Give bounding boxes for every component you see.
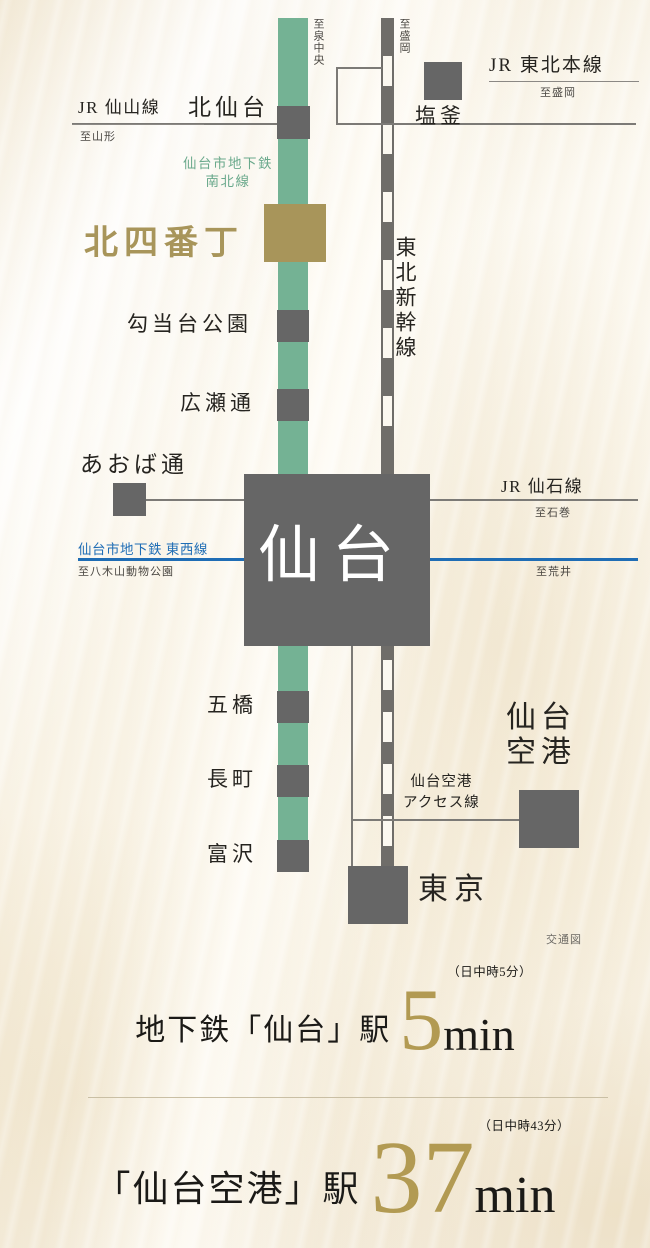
tohoku-honsen-line-label: JR 東北本線 [489, 55, 604, 76]
map-caption: 交通図 [546, 934, 582, 946]
station-block-hirosedori[interactable] [277, 389, 309, 421]
airport-access-line-label: 仙台空港 アクセス線 [403, 772, 480, 814]
station-label-aobadori: あおば通 [80, 452, 188, 477]
shinkansen-line-label: 東北新幹線 [393, 236, 417, 361]
access-time-note-subway: （日中時5分） [447, 965, 532, 980]
station-block-sendai-airport[interactable] [519, 790, 579, 848]
shinkansen-dash [383, 328, 392, 358]
station-block-kitayobancho[interactable] [264, 204, 326, 262]
access-times-panel: 地下鉄「仙台」駅 5 （日中時5分） min 「仙台空港」駅 37 （日中時43… [0, 965, 650, 1248]
shinkansen-track [381, 18, 394, 870]
station-label-tomizawa: 富沢 [207, 842, 257, 866]
senzan-line-label: JR 仙山線 [78, 98, 161, 117]
senzan-rule [72, 124, 204, 125]
shinkansen-dash [383, 764, 392, 794]
shinkansen-north-destination: 至盛岡 [398, 18, 410, 54]
shinkansen-dash [383, 396, 392, 426]
station-label-kitasendai: 北仙台 [188, 95, 269, 120]
shinkansen-dash [383, 124, 392, 154]
station-label-tokyo: 東京 [418, 873, 490, 906]
station-label-hirosedori: 広瀬通 [180, 391, 255, 415]
senseki-line-label: JR 仙石線 [501, 477, 584, 496]
times-divider [88, 1097, 608, 1098]
shinkansen-dash [383, 192, 392, 222]
aobadori-sendai-connector [146, 499, 244, 501]
station-block-itsutsubashi[interactable] [277, 691, 309, 723]
access-time-row-airport: 「仙台空港」駅 37 （日中時43分） min [0, 1119, 650, 1235]
station-label-itsutsubashi: 五橋 [207, 693, 257, 717]
namboku-line-track [278, 18, 308, 868]
station-block-aobadori[interactable] [113, 483, 146, 516]
access-time-value-airport: 37 [370, 1120, 475, 1235]
tozai-line-track-left [78, 558, 244, 561]
sendai-airport-label-line2: 空港 [506, 736, 576, 770]
access-time-label-subway: 地下鉄「仙台」駅 [135, 1014, 392, 1048]
station-label-nagamachi: 長町 [207, 767, 257, 791]
station-label-sendai-airport: 仙台 空港 [506, 700, 576, 771]
namboku-north-destination: 至泉中央 [312, 18, 324, 66]
station-block-kitasendai[interactable] [277, 106, 310, 139]
transit-map: 至盛岡 東北新幹線 至泉中央 塩釜 JR 東北本線 至盛岡 JR 仙山線 至山形… [72, 18, 639, 946]
access-time-row-subway: 地下鉄「仙台」駅 5 （日中時5分） min [0, 965, 650, 1069]
shinkansen-dash [383, 660, 392, 690]
station-label-shiogama: 塩釜 [415, 104, 465, 128]
tohoku-honsen-rule [489, 81, 639, 82]
station-block-kotodaikoen[interactable] [277, 310, 309, 342]
tozai-right-destination: 至荒井 [536, 566, 572, 578]
shinkansen-dash [383, 260, 392, 290]
station-block-nagamachi[interactable] [277, 765, 309, 797]
senzan-destination: 至山形 [80, 131, 116, 143]
airport-access-label-line1: 仙台空港 [410, 774, 473, 790]
access-time-label-airport: 「仙台空港」駅 [94, 1169, 361, 1210]
namboku-line-label-line1: 仙台市地下鉄 [183, 156, 273, 171]
tohoku-honsen-stub [336, 69, 338, 125]
shinkansen-dash [383, 816, 392, 846]
access-time-unit-airport: min [474, 1166, 556, 1224]
tozai-left-destination: 至八木山動物公園 [78, 566, 174, 578]
airport-access-vertical [351, 646, 353, 876]
airport-access-track [351, 819, 523, 821]
shinkansen-dash [383, 712, 392, 742]
tohoku-honsen-left-branch [336, 67, 382, 69]
tozai-line-track-right [430, 558, 638, 561]
namboku-line-label-line2: 南北線 [205, 174, 251, 190]
senseki-track [430, 499, 638, 501]
tohoku-honsen-destination: 至盛岡 [540, 87, 576, 99]
access-time-note-airport: （日中時43分） [478, 1118, 571, 1133]
station-label-kotodaikoen: 勾当台公園 [127, 312, 252, 336]
station-block-sendai[interactable] [244, 474, 430, 646]
station-label-sendai: 仙台 [258, 522, 407, 590]
senseki-destination: 至石巻 [535, 507, 571, 519]
station-block-tokyo[interactable] [348, 866, 408, 924]
sendai-airport-label-line1: 仙台 [506, 701, 576, 734]
station-block-tomizawa[interactable] [277, 840, 309, 872]
tohoku-honsen-track [336, 123, 636, 125]
station-label-kitayobancho: 北四番丁 [84, 225, 244, 262]
airport-access-label-line2: アクセス線 [403, 795, 480, 812]
access-time-unit-subway: min [443, 1009, 515, 1061]
tozai-line-label: 仙台市地下鉄 東西線 [78, 542, 208, 557]
access-time-value-subway: 5 [399, 972, 444, 1069]
station-block-shiogama[interactable] [424, 62, 462, 100]
namboku-line-label: 仙台市地下鉄 南北線 [168, 155, 288, 191]
shinkansen-dash [383, 56, 392, 86]
